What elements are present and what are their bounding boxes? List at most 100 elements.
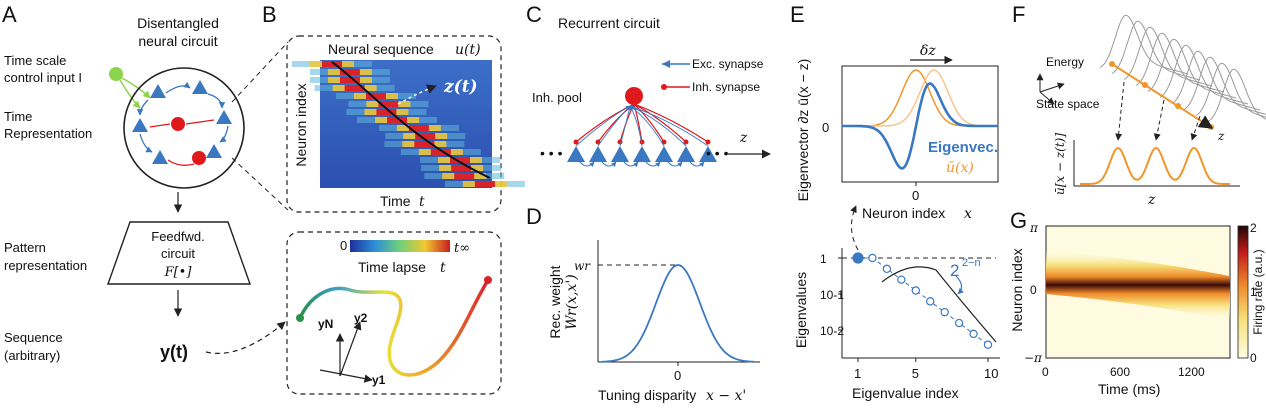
legend-exc-arrowhead	[662, 60, 670, 68]
e-spectrum-point	[911, 286, 920, 295]
energy-curve	[1111, 20, 1201, 81]
e-spectrum-points	[852, 252, 993, 349]
exc-lateral	[601, 161, 617, 168]
inh-projection	[633, 103, 643, 143]
g-xtick-0: 0	[1042, 365, 1049, 379]
f-projection	[1153, 99, 1165, 141]
e-xtick2-label: 5	[912, 366, 919, 381]
inh-terminal	[683, 139, 689, 145]
feedforward-trapezoid	[107, 221, 251, 285]
raster-row-peak	[430, 149, 451, 155]
eigenvector-curve	[842, 82, 998, 170]
cbar-label: Time lapse	[358, 259, 426, 275]
raster-row-peak	[339, 77, 360, 83]
panel-label-f: F	[1012, 2, 1025, 27]
energy-curve	[1195, 62, 1266, 118]
axis-yN-label: yN	[318, 317, 333, 331]
raster-row-peak	[339, 69, 360, 75]
exc-neuron	[655, 146, 673, 162]
energy-curve	[1123, 26, 1213, 87]
ellipsis-right: • • •	[706, 145, 729, 161]
energy-curve	[1171, 50, 1261, 111]
legend-inh-label: Inh. synapse	[692, 80, 760, 94]
exc-projection	[629, 105, 687, 147]
g-ylabel: Neuron index	[1009, 248, 1025, 331]
panel-label-d: D	[526, 204, 542, 229]
raster-row-peak	[365, 93, 386, 99]
panel-label-c: C	[526, 2, 542, 27]
output-y: y(t)	[160, 342, 188, 362]
f-projection	[1190, 115, 1201, 141]
panel-f: F Energy State space z ū[x − z(t)] z	[1012, 2, 1266, 208]
axis-y1-label: y1	[372, 373, 386, 387]
cbar-min: 0	[340, 238, 347, 253]
inh-terminal	[595, 139, 601, 145]
g-xlabel: Time (ms)	[1098, 381, 1160, 397]
pattern-rep-line2: representation	[4, 258, 87, 273]
time-rep-line2: Representation	[4, 126, 92, 141]
control-input-node	[109, 67, 123, 81]
axis-y1	[319, 369, 373, 383]
g-cbar-tick-0: 0	[1250, 351, 1257, 365]
exc-neuron	[611, 146, 629, 162]
raster-title: Neural sequence	[328, 41, 434, 57]
inh-synapse	[149, 123, 171, 128]
panel-label-b: B	[262, 2, 277, 27]
raster-xlabel-var: t	[419, 194, 425, 210]
raster-row-peak	[474, 181, 495, 187]
exc-synapse-arrow	[136, 99, 149, 116]
circuit-circle	[123, 67, 245, 189]
d-ylabel-2: Wr(x,x')	[564, 274, 580, 329]
e-xtick-label: 0	[912, 188, 919, 203]
exc-lateral	[623, 161, 639, 168]
exc-projection	[629, 105, 709, 147]
f-bumps	[1080, 146, 1230, 185]
exc-synapse-arrow	[207, 93, 226, 109]
g-xtick-600: 600	[1110, 365, 1130, 379]
ellipsis-left: • • •	[540, 145, 563, 161]
input-label-line2: control input I	[4, 70, 82, 85]
inh-pool-node	[625, 87, 643, 105]
inh-pool-label: Inh. pool	[532, 90, 582, 105]
e-annot-exp: 2−n	[962, 257, 981, 269]
state-space-label: State space	[1036, 97, 1100, 111]
exc-lateral	[667, 161, 683, 168]
exc-neuron	[206, 144, 222, 158]
exc-neuron	[216, 110, 232, 124]
raster-row-peak	[378, 101, 399, 107]
g-cbar-label: Firing rate (a.u.)	[1251, 249, 1265, 334]
raster-row-peak	[387, 117, 408, 123]
circuit-network	[567, 103, 717, 168]
trajectory-end	[484, 276, 492, 284]
e-ytick: 0	[822, 120, 829, 135]
panel-c-title: Recurrent circuit	[558, 15, 660, 31]
inh-neuron	[171, 117, 185, 131]
state-axis-1	[1039, 82, 1065, 93]
u-curve	[842, 69, 998, 127]
zoom-line	[231, 41, 289, 103]
exc-neuron	[152, 150, 168, 164]
panel-label-a: A	[2, 2, 17, 27]
latent-trajectory	[298, 279, 490, 377]
g-xtick-1200: 1200	[1178, 365, 1205, 379]
f-ylabel: ū[x − z(t)]	[1053, 133, 1067, 195]
axis-y2-label: y2	[354, 311, 368, 325]
raster-row-peak	[376, 109, 397, 115]
g-ytick-bot: −π	[1024, 351, 1043, 365]
panel-d: D Rec. weight Wr(x,x') 0 wr Tuning dispa…	[526, 204, 760, 404]
e-spectrum-point	[969, 329, 978, 339]
e-top-frame	[841, 65, 999, 183]
g-activity-band	[1046, 250, 1230, 320]
raster-row-peak	[408, 125, 429, 131]
f-z-path-label: z	[1217, 129, 1225, 143]
f-xlabel: z	[1147, 192, 1156, 208]
exc-synapse-arrow	[219, 125, 229, 143]
z-arrow	[397, 84, 437, 105]
trajectory-start	[296, 314, 304, 322]
inh-terminal	[705, 139, 711, 145]
pattern-rep-line1: Pattern	[4, 240, 46, 255]
e-ylabel: Eigenvector ∂z ū(x − z)	[795, 59, 811, 202]
e-annot: 2	[950, 261, 959, 280]
